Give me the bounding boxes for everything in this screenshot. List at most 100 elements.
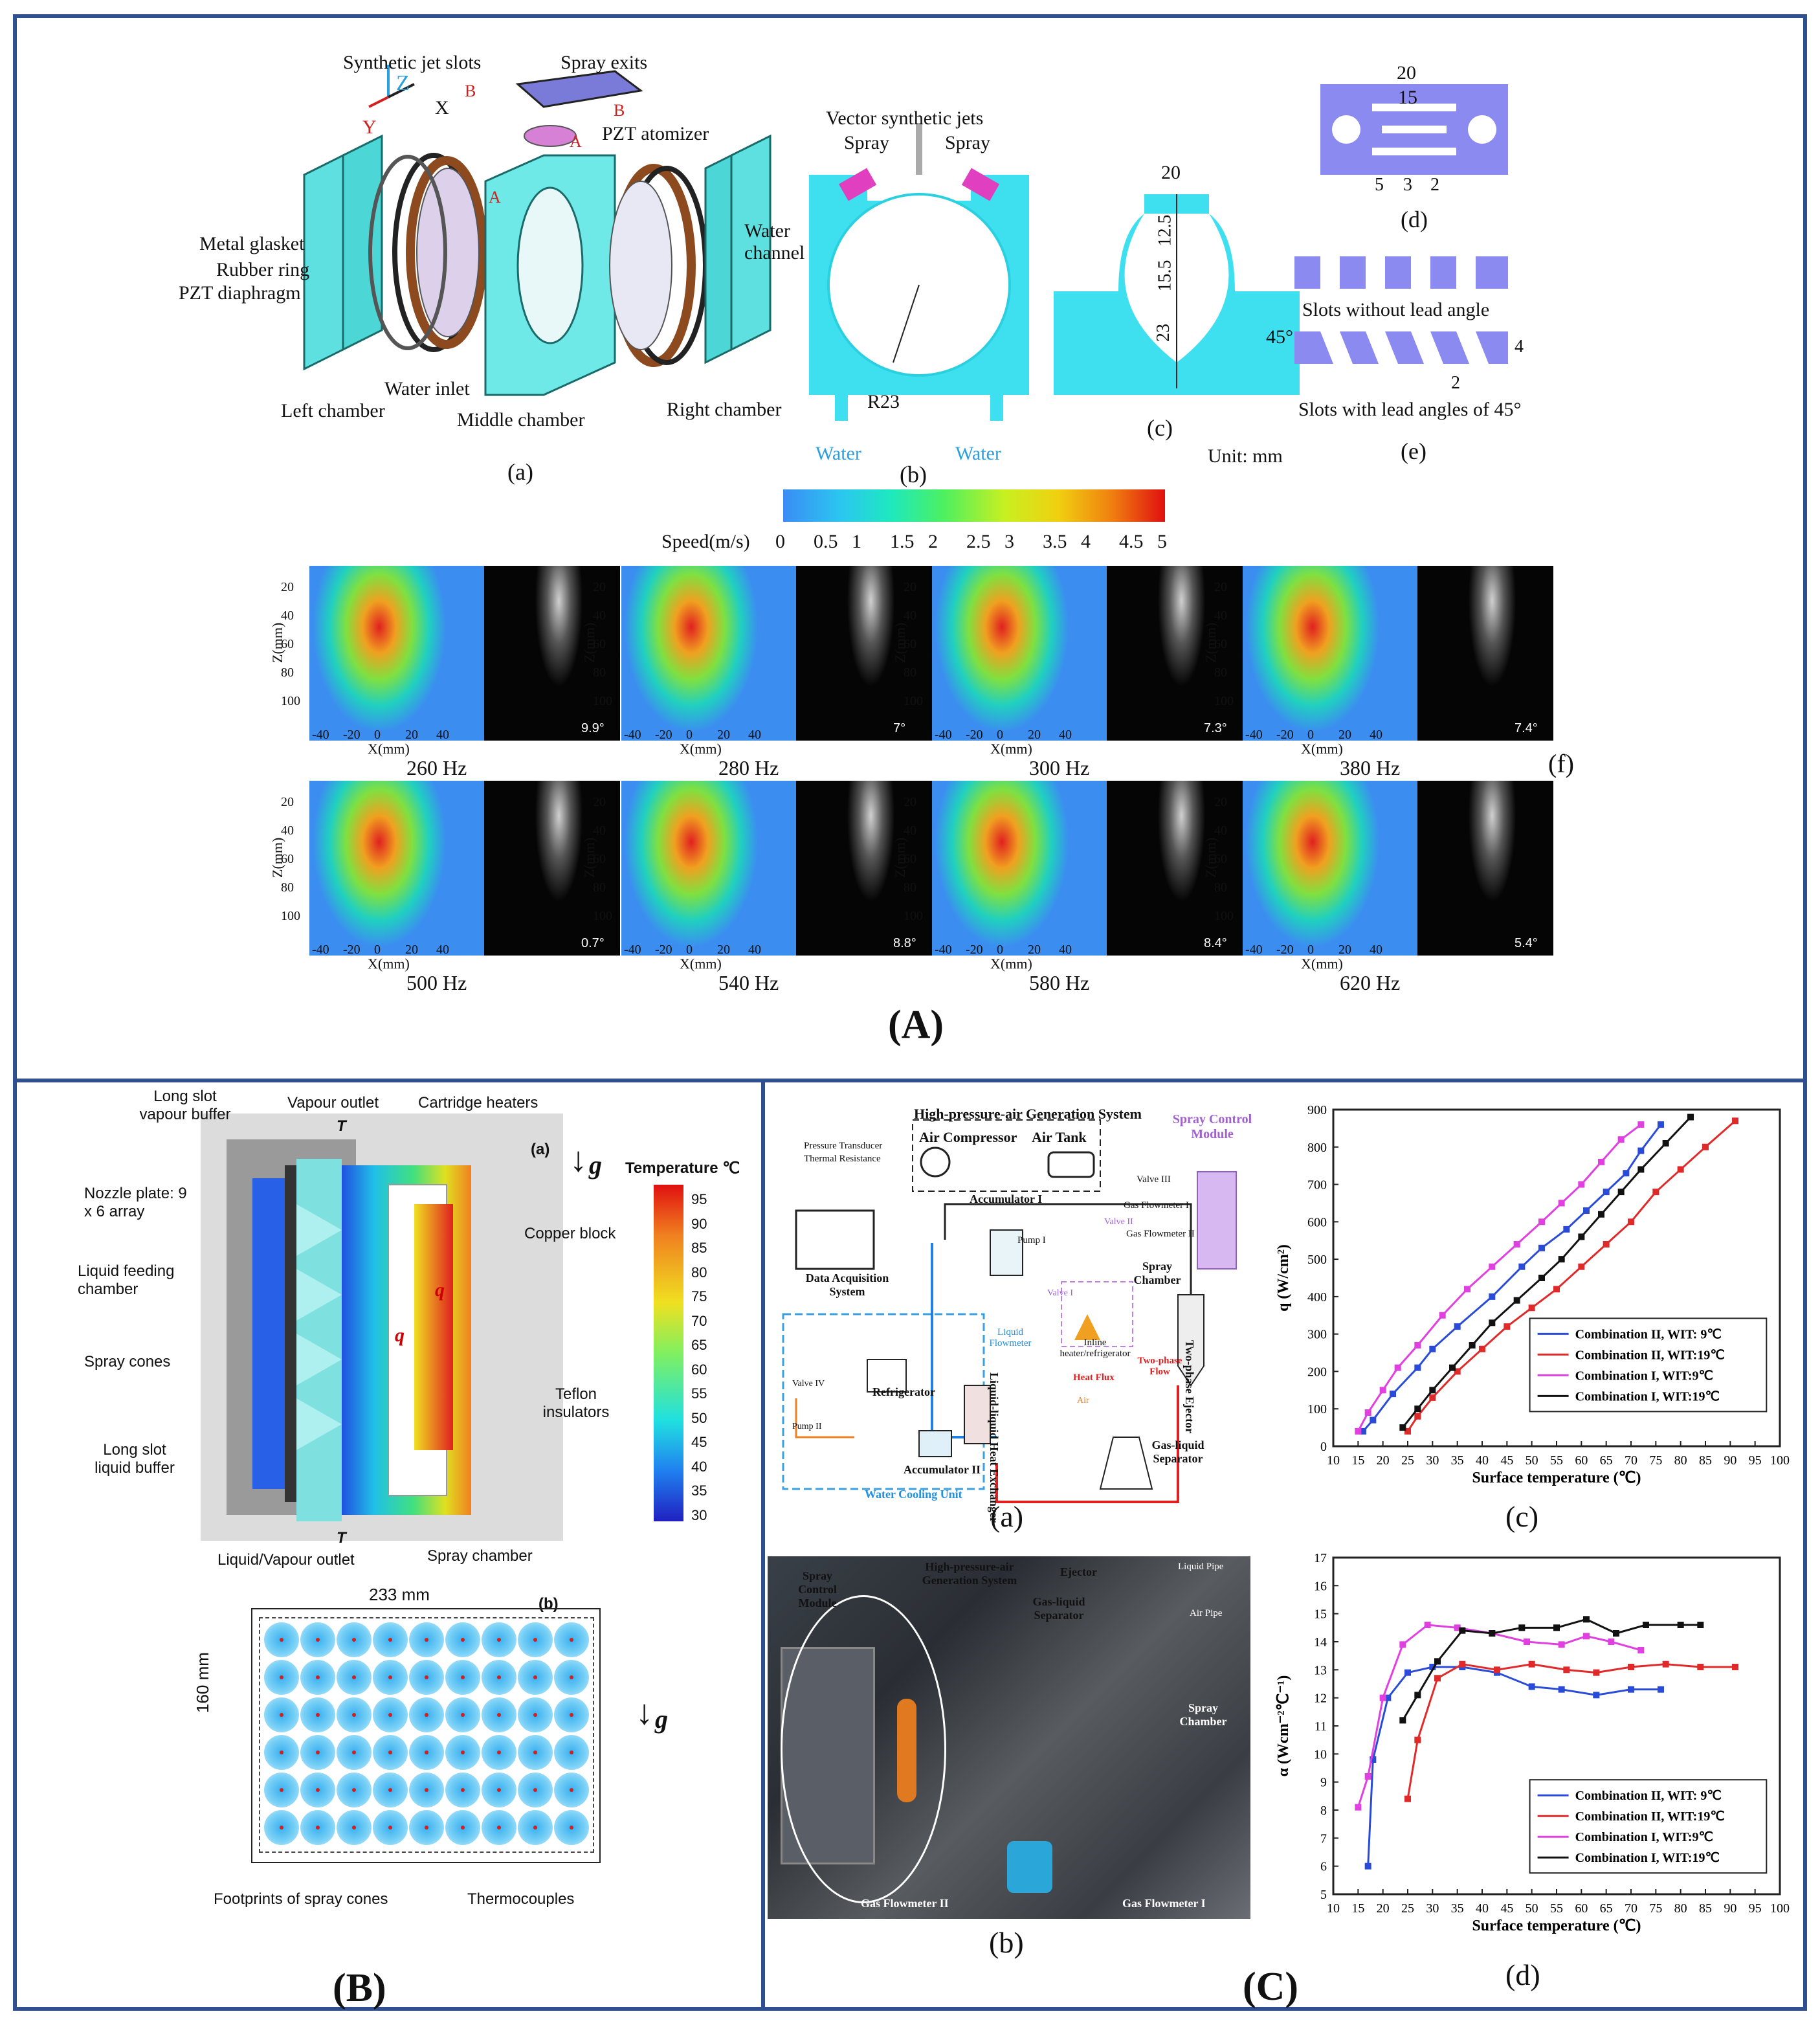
label-thermocouples: Thermocouples xyxy=(467,1890,575,1908)
callout-spray-cones: Spray cones xyxy=(84,1353,171,1371)
data-point xyxy=(1578,1263,1585,1270)
thermocouple-dot xyxy=(533,1751,537,1754)
data-point xyxy=(1449,1364,1456,1371)
spray-cone-footprint xyxy=(373,1773,408,1807)
x-axis-label: Surface temperature (℃) xyxy=(1472,1470,1641,1486)
colorbar-tick: 0 xyxy=(775,531,785,552)
piv-z-tick: 100 xyxy=(904,694,923,708)
data-point xyxy=(1613,1630,1619,1637)
callout-rubber-ring: Rubber ring xyxy=(216,259,310,280)
temp-tick: 70 xyxy=(691,1312,707,1329)
data-point xyxy=(1399,1424,1406,1431)
spray-cone-footprint xyxy=(264,1773,299,1807)
piv-z-tick: 100 xyxy=(281,694,300,708)
piv-velocity-field xyxy=(309,566,484,741)
speed-colorbar xyxy=(783,489,1165,522)
y-tick-label: 0 xyxy=(1320,1440,1327,1454)
piv-z-tick: 20 xyxy=(593,795,606,809)
spray-image xyxy=(484,781,620,956)
piv-frequency-label: 380 Hz xyxy=(1340,756,1401,779)
sub-label-c-d: (d) xyxy=(1505,1958,1540,1991)
panel-c-label: (C) xyxy=(1243,1965,1299,2009)
slot-plate-d xyxy=(1320,84,1508,175)
thermocouple-dot xyxy=(461,1788,465,1792)
piv-z-tick: 20 xyxy=(593,580,606,594)
spray-cone-footprint xyxy=(518,1773,553,1807)
section-c xyxy=(1054,194,1300,395)
data-point xyxy=(1513,1297,1520,1304)
thermocouple-dot xyxy=(388,1713,392,1717)
thermocouple-dot xyxy=(570,1713,573,1717)
piv-x-tick: 0 xyxy=(374,728,381,742)
piv-x-tick: 40 xyxy=(1059,728,1072,742)
spray-image xyxy=(796,566,932,741)
spray-angle-label: 8.8° xyxy=(893,936,916,950)
data-point xyxy=(1538,1244,1545,1251)
spray-array-frame xyxy=(251,1608,601,1863)
x-tick-label: 85 xyxy=(1699,1453,1712,1468)
x-tick-label: 20 xyxy=(1377,1453,1390,1468)
data-point xyxy=(1434,1658,1441,1665)
spray-cone-footprint xyxy=(373,1697,408,1732)
piv-x-tick: 0 xyxy=(374,943,381,957)
data-point xyxy=(1603,1241,1610,1247)
schematic-gas-flowmeter-i: Gas Flowmeter I xyxy=(1124,1200,1189,1211)
dim-d-15: 15 xyxy=(1398,87,1417,108)
thermocouple-dot xyxy=(533,1675,537,1679)
data-point xyxy=(1662,1140,1669,1147)
callout-left-chamber: Left chamber xyxy=(281,400,385,421)
x-tick-label: 45 xyxy=(1500,1901,1513,1916)
data-point xyxy=(1617,1189,1625,1196)
spray-cone-footprint xyxy=(518,1810,553,1845)
data-point xyxy=(1404,1669,1411,1676)
spray-cone-footprint xyxy=(482,1735,516,1770)
data-point xyxy=(1459,1661,1466,1668)
callout-middle-chamber: Middle chamber xyxy=(457,409,585,431)
callout-pzt-atomizer: PZT atomizer xyxy=(602,123,709,144)
piv-z-tick: 80 xyxy=(904,666,916,680)
data-point xyxy=(1598,1211,1604,1218)
photo-spray-control-module: Spray Control Module xyxy=(798,1569,837,1609)
data-point xyxy=(1489,1293,1496,1300)
photo-gas-flowmeter-ii: Gas Flowmeter II xyxy=(861,1897,949,1910)
data-point xyxy=(1454,1624,1461,1631)
piv-z-tick: 80 xyxy=(1214,880,1227,895)
sub-label-a-b: (b) xyxy=(900,462,927,487)
legend-box xyxy=(1529,1779,1768,1874)
piv-z-tick: 40 xyxy=(1214,609,1227,623)
schematic-water-cooling-unit: Water Cooling Unit xyxy=(865,1488,962,1501)
data-point xyxy=(1658,1686,1664,1693)
schematic-heat-flux: Heat Flux xyxy=(1073,1372,1115,1383)
spray-cone-footprint xyxy=(409,1697,444,1732)
photo-liquid-pipe: Liquid Pipe xyxy=(1178,1561,1224,1572)
piv-frequency-label: 580 Hz xyxy=(1029,971,1090,994)
legend-box xyxy=(1529,1317,1768,1413)
label-slots-no-lead: Slots without lead angle xyxy=(1302,299,1490,320)
data-point xyxy=(1603,1189,1610,1196)
data-point xyxy=(1558,1641,1565,1648)
spray-cone-footprint xyxy=(554,1735,589,1770)
data-point xyxy=(1538,1275,1545,1281)
x-tick-label: 15 xyxy=(1351,1901,1364,1916)
data-point xyxy=(1479,1345,1485,1352)
spray-angle-label: 9.9° xyxy=(581,721,605,735)
section-a1: A xyxy=(489,188,501,207)
spray-cone-footprint xyxy=(482,1660,516,1695)
data-point xyxy=(1434,1675,1441,1682)
data-point xyxy=(1528,1304,1535,1312)
data-point xyxy=(1414,1342,1421,1348)
series-line xyxy=(1367,1666,1661,1866)
sub-label-c-b: (b) xyxy=(989,1926,1024,1959)
spray-cone-footprint xyxy=(409,1622,444,1657)
dim-e-4: 4 xyxy=(1515,337,1524,357)
x-tick-label: 95 xyxy=(1749,1901,1762,1916)
data-point xyxy=(1677,1166,1684,1173)
callout-long-slot-liquid-buffer: Long slot liquid buffer xyxy=(94,1441,175,1477)
data-point xyxy=(1404,1427,1411,1435)
y-tick-label: 400 xyxy=(1307,1290,1327,1304)
piv-frequency-label: 500 Hz xyxy=(406,971,467,994)
piv-x-tick: 0 xyxy=(997,728,1003,742)
thermocouple-dot xyxy=(280,1713,283,1717)
data-point xyxy=(1364,1863,1371,1870)
schematic-spray-control-module: Spray Control Module xyxy=(1172,1112,1252,1141)
